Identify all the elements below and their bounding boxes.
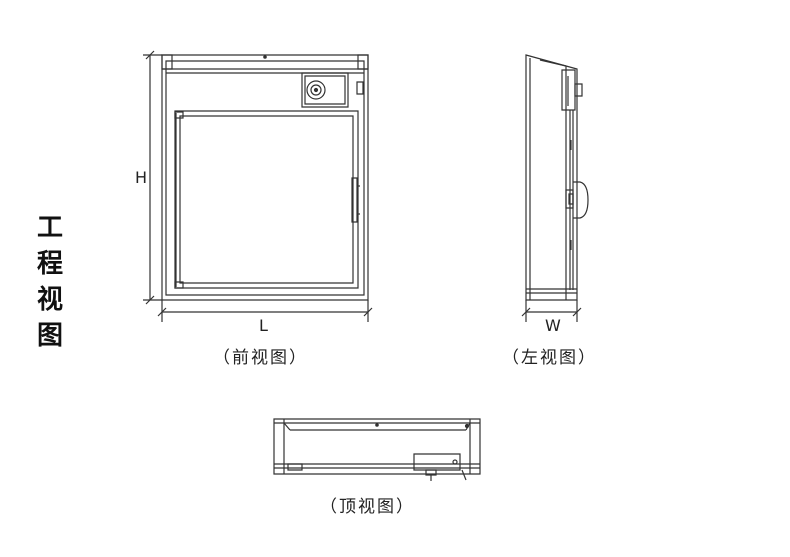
front-outer-frame: [162, 55, 368, 300]
front-width-tick-left: [158, 308, 166, 316]
top-lock-box: [414, 454, 460, 470]
front-view-caption: （前视图）: [213, 348, 308, 368]
front-height-tick-top: [146, 51, 154, 59]
front-view: [143, 51, 372, 322]
lock-dial-inner-icon: [311, 85, 321, 95]
top-outer-outline: [274, 419, 480, 474]
front-side-latch: [357, 82, 363, 94]
left-handle-mount-2: [569, 194, 573, 204]
top-view-caption: （顶视图）: [320, 497, 415, 517]
left-body-outline: [526, 55, 577, 300]
left-top-slope-inner: [540, 60, 566, 66]
depth-label: W: [545, 316, 561, 335]
side-title-char-4: 图: [36, 321, 63, 351]
front-left-corner: [162, 55, 172, 69]
front-door-inner: [180, 116, 353, 283]
side-title-char-3: 视: [36, 285, 63, 315]
lock-dial-center-icon: [315, 89, 318, 92]
front-lock-box-inner: [305, 76, 345, 104]
side-title-char-2: 程: [36, 249, 63, 279]
left-handle-icon: [573, 182, 588, 218]
front-height-tick-bottom: [146, 296, 154, 304]
left-depth-tick-left: [522, 308, 530, 316]
top-left-diag: [284, 423, 290, 430]
top-latch: [462, 470, 466, 480]
left-view-caption: （左视图）: [502, 348, 597, 368]
front-door-outer: [175, 111, 358, 288]
left-depth-tick-right: [573, 308, 581, 316]
front-lock-box: [302, 73, 348, 107]
side-title-char-1: 工: [36, 213, 63, 243]
left-lock-knob: [575, 84, 582, 96]
left-view: [522, 55, 588, 322]
height-label: H: [135, 168, 148, 187]
front-top-dot: [264, 56, 266, 58]
top-view: [274, 419, 480, 481]
width-label: L: [259, 316, 268, 335]
top-lock-screw: [453, 460, 457, 464]
side-title: 工 程 视 图: [30, 210, 70, 354]
front-width-tick-right: [364, 308, 372, 316]
front-right-corner: [358, 55, 368, 69]
front-hinge-top: [175, 112, 183, 118]
lock-dial-icon: [307, 81, 325, 99]
top-right-dot: [466, 425, 469, 428]
top-center-dot: [376, 424, 378, 426]
front-hinge-bottom: [175, 282, 183, 288]
front-door-handle: [352, 178, 357, 222]
top-hinge-left: [288, 464, 302, 470]
front-inner-frame: [166, 61, 364, 295]
